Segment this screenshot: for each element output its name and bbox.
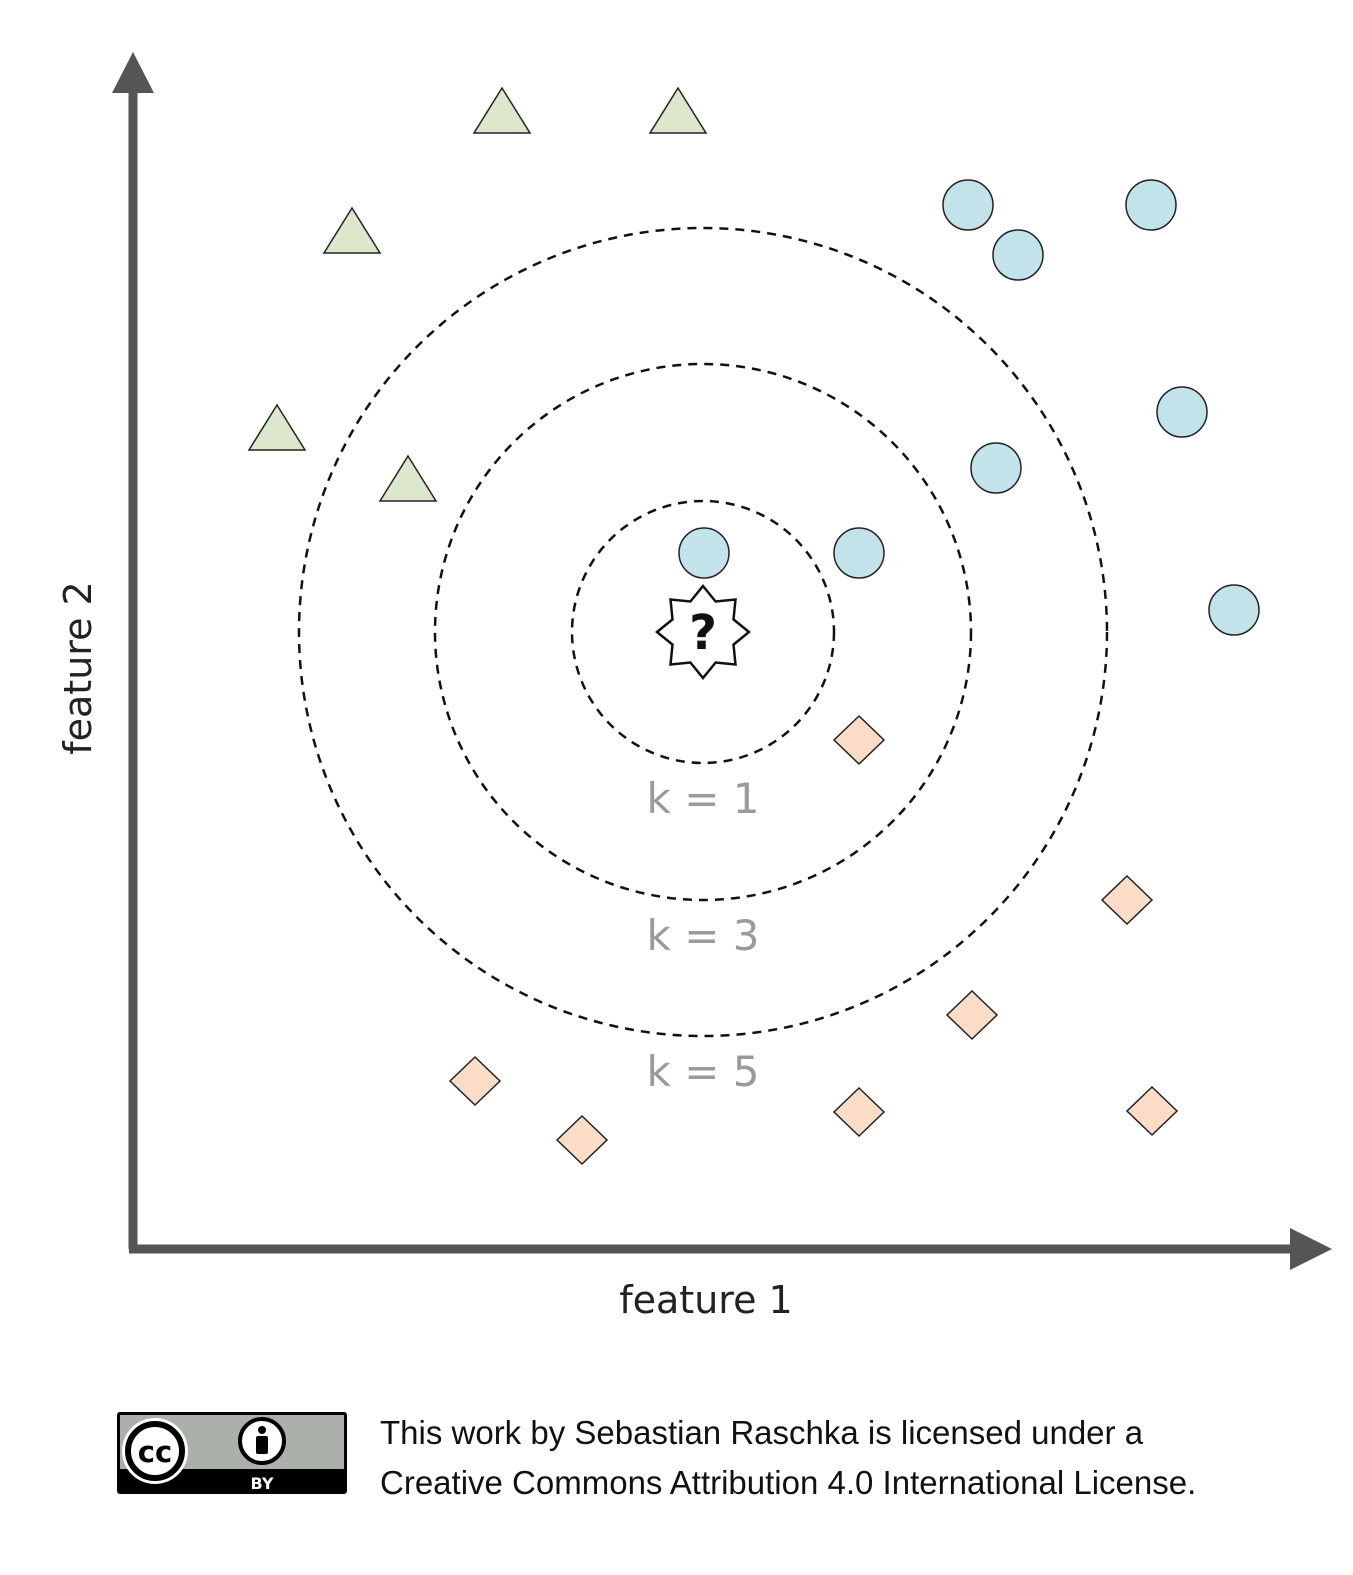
ring-k-3 xyxy=(433,362,973,902)
circle-icon xyxy=(1208,584,1260,636)
neighborhood-labels: k = 1 k = 3 k = 5 xyxy=(647,774,760,1096)
diamond-icon xyxy=(945,989,999,1041)
svg-text:cc: cc xyxy=(138,1435,172,1469)
ring-label-k-5: k = 5 xyxy=(647,1047,760,1096)
diamond-icon xyxy=(555,1114,609,1166)
ring-k-1 xyxy=(570,499,836,765)
license-line-1: This work by Sebastian Raschka is licens… xyxy=(380,1414,1144,1451)
starburst-icon xyxy=(655,584,751,680)
circle-icon xyxy=(678,527,730,579)
circle-icon xyxy=(992,229,1044,281)
x-axis-arrow-icon xyxy=(1290,1228,1332,1270)
y-axis-arrow-icon xyxy=(112,52,154,93)
circle-icon xyxy=(970,442,1022,494)
ring-label-k-3: k = 3 xyxy=(647,911,760,960)
neighborhood-rings xyxy=(297,226,1109,1038)
triangle-icon xyxy=(648,86,708,134)
query-symbol: ? xyxy=(689,605,717,661)
cc-by-badge-icon: cc BY xyxy=(117,1412,347,1494)
license-line-2: Creative Commons Attribution 4.0 Interna… xyxy=(380,1464,1197,1501)
triangle-icon xyxy=(378,454,438,502)
circle-icon xyxy=(942,179,994,231)
diamond-icon xyxy=(832,1086,886,1138)
diamond-icon xyxy=(448,1055,502,1107)
data-points xyxy=(247,86,1260,1166)
diamond-icon xyxy=(1125,1085,1179,1137)
diamond-icon xyxy=(832,714,886,766)
x-axis-label: feature 1 xyxy=(619,1278,792,1322)
ring-k-5 xyxy=(297,226,1109,1038)
badge-by-text: BY xyxy=(251,1474,274,1493)
triangle-icon xyxy=(247,403,307,451)
circle-icon xyxy=(833,527,885,579)
triangle-icon xyxy=(472,86,532,134)
circle-icon xyxy=(1156,386,1208,438)
license-notice: This work by Sebastian Raschka is licens… xyxy=(380,1408,1340,1508)
y-axis-label: feature 2 xyxy=(56,581,100,754)
axes xyxy=(112,52,1332,1270)
triangle-icon xyxy=(322,206,382,254)
circle-icon xyxy=(1125,179,1177,231)
query-point: ? xyxy=(655,584,751,680)
ring-label-k-1: k = 1 xyxy=(647,774,760,823)
diamond-icon xyxy=(1100,874,1154,926)
